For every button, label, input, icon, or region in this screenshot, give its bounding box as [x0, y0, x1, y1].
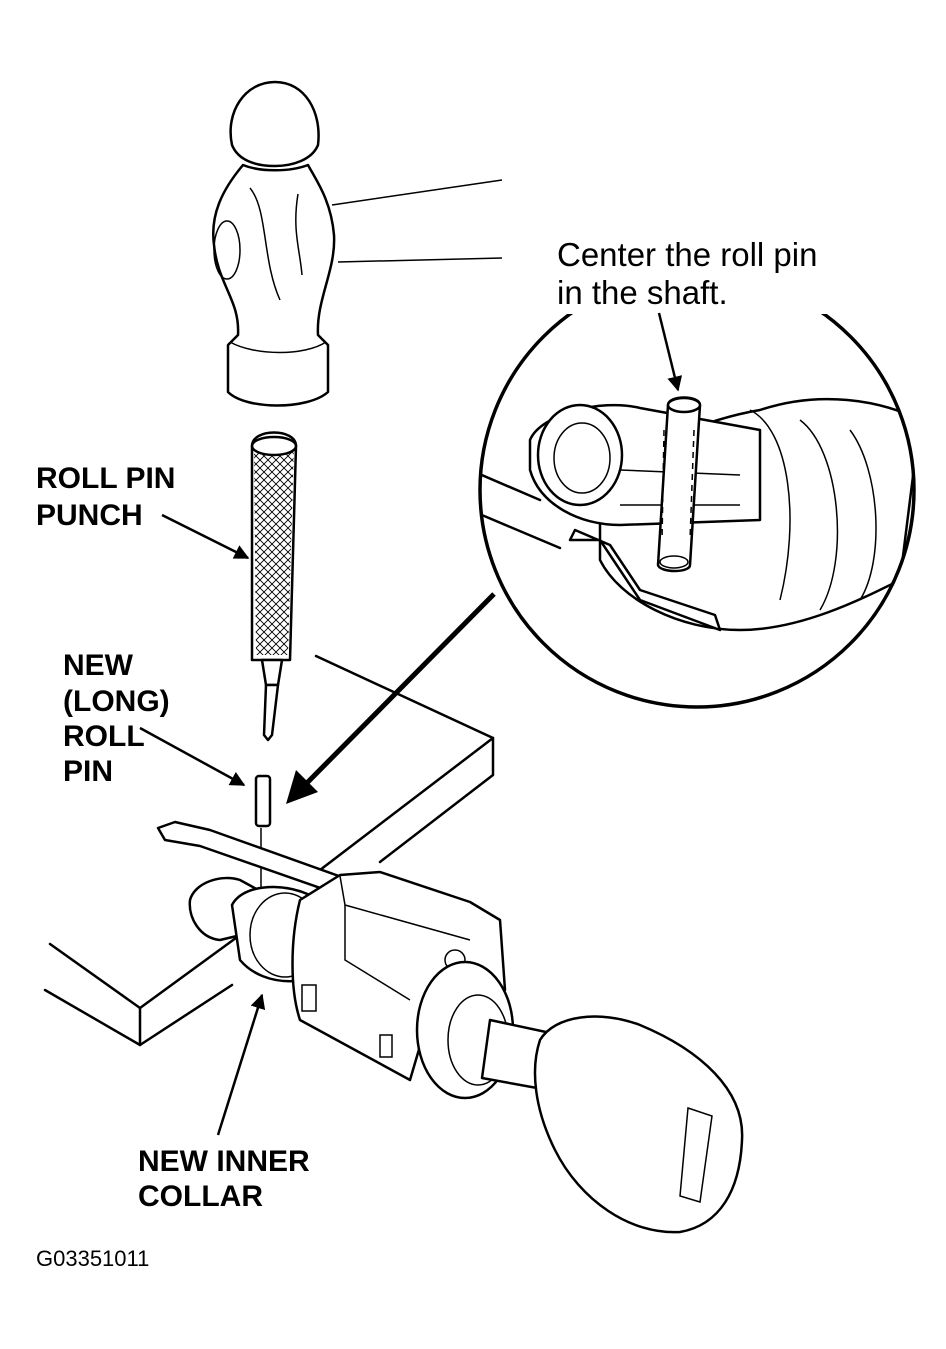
roll-pin-label-line1: NEW [63, 649, 134, 682]
detail-location-arrow [296, 592, 496, 794]
callout-note-line2: in the shaft. [557, 274, 728, 311]
detail-location-arrowhead [286, 770, 318, 804]
bench-block-illustration [43, 654, 495, 1047]
punch-leader [161, 513, 250, 560]
detail-callout-illustration [478, 232, 916, 709]
roll-pin-label-line4: PIN [63, 755, 113, 788]
ignition-assembly-illustration [156, 820, 744, 1234]
punch-label-line1: ROLL PIN [36, 462, 175, 495]
roll-pin-punch-illustration [250, 431, 298, 890]
collar-label-line2: COLLAR [138, 1180, 263, 1213]
figure-code: G03351011 [36, 1246, 149, 1271]
collar-leader [216, 993, 266, 1136]
roll-pin-label-line3: ROLL [63, 720, 145, 753]
callout-note-line1: Center the roll pin [557, 236, 817, 273]
collar-label-line1: NEW INNER [138, 1145, 310, 1178]
hammer-illustration [212, 80, 503, 407]
roll-pin-label-line2: (LONG) [63, 685, 170, 718]
punch-label-line2: PUNCH [36, 499, 143, 532]
roll-pin-leader [139, 726, 246, 787]
